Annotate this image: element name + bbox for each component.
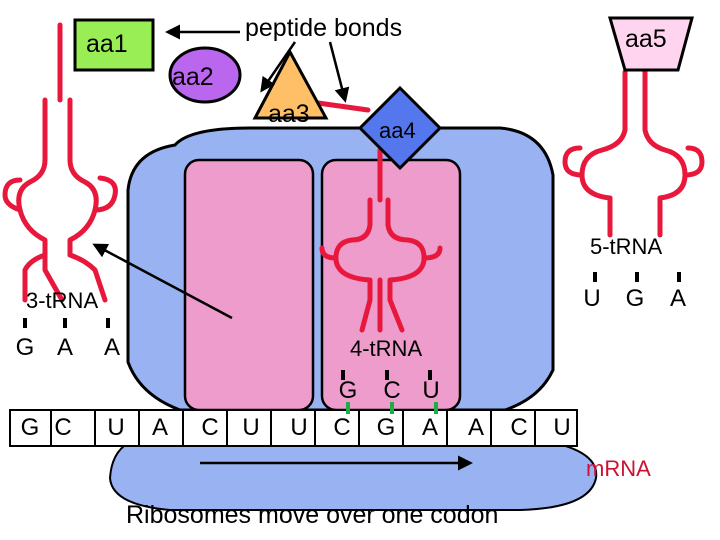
ribosome-small-subunit xyxy=(108,439,598,511)
trna5-anticodon-base: U xyxy=(583,285,601,312)
mrna-base: C xyxy=(201,414,219,441)
trna5-label: 5-tRNA xyxy=(590,234,663,259)
mrna-base: G xyxy=(376,414,396,441)
arrow-trna-exit xyxy=(92,243,233,320)
trna4-label: 4-tRNA xyxy=(350,336,423,361)
trna3-anticodon-base: G xyxy=(15,334,35,361)
mrna-base: U xyxy=(242,414,260,441)
peptide-bonds-label: peptide bonds xyxy=(245,14,403,42)
amino-acid-5 xyxy=(608,16,694,72)
mrna-base: C xyxy=(510,414,528,441)
mrna-strand xyxy=(9,409,578,447)
amino-acid-2 xyxy=(168,46,242,104)
mrna-base: U xyxy=(107,414,125,441)
arrow-to-bond-3-4 xyxy=(328,41,350,103)
arrow-to-bond-2-3 xyxy=(260,41,297,93)
mrna-base: U xyxy=(553,414,571,441)
caption: Ribosomes move over one codon xyxy=(126,501,499,529)
trna4-anticodon-base: C xyxy=(383,377,401,404)
trna3-anticodon-base: A xyxy=(103,334,120,361)
aa5-label: aa5 xyxy=(625,25,667,53)
mrna-base: G xyxy=(20,414,40,441)
mrna-label: mRNA xyxy=(586,456,651,481)
amino-acid-1 xyxy=(73,18,155,72)
codon-pairing-marks xyxy=(346,402,438,414)
trna-5 xyxy=(562,69,705,238)
mrna-base: A xyxy=(467,414,484,441)
trna-4 xyxy=(319,147,443,333)
amino-acid-4 xyxy=(357,85,443,171)
trna4-anticodon-base: U xyxy=(422,377,440,404)
mrna-base: U xyxy=(290,414,308,441)
trna-3 xyxy=(2,97,118,303)
aa1-label: aa1 xyxy=(86,30,128,58)
aa3-label: aa3 xyxy=(268,100,310,128)
mrna-base: C xyxy=(54,414,72,441)
trna4-anticodon-base: G xyxy=(338,377,358,404)
trna3-anticodon-base: A xyxy=(56,334,73,361)
trna3-label: 3-tRNA xyxy=(26,288,99,313)
anticodon-ticks xyxy=(23,272,681,380)
mrna-base: A xyxy=(151,414,168,441)
aa4-label: aa4 xyxy=(379,118,416,143)
trna5-anticodon-base: G xyxy=(625,285,645,312)
p-site xyxy=(183,158,315,412)
trna5-anticodon-base: A xyxy=(669,285,686,312)
aa2-label: aa2 xyxy=(172,63,214,91)
mrna-base: A xyxy=(421,414,438,441)
mrna-base: C xyxy=(333,414,351,441)
